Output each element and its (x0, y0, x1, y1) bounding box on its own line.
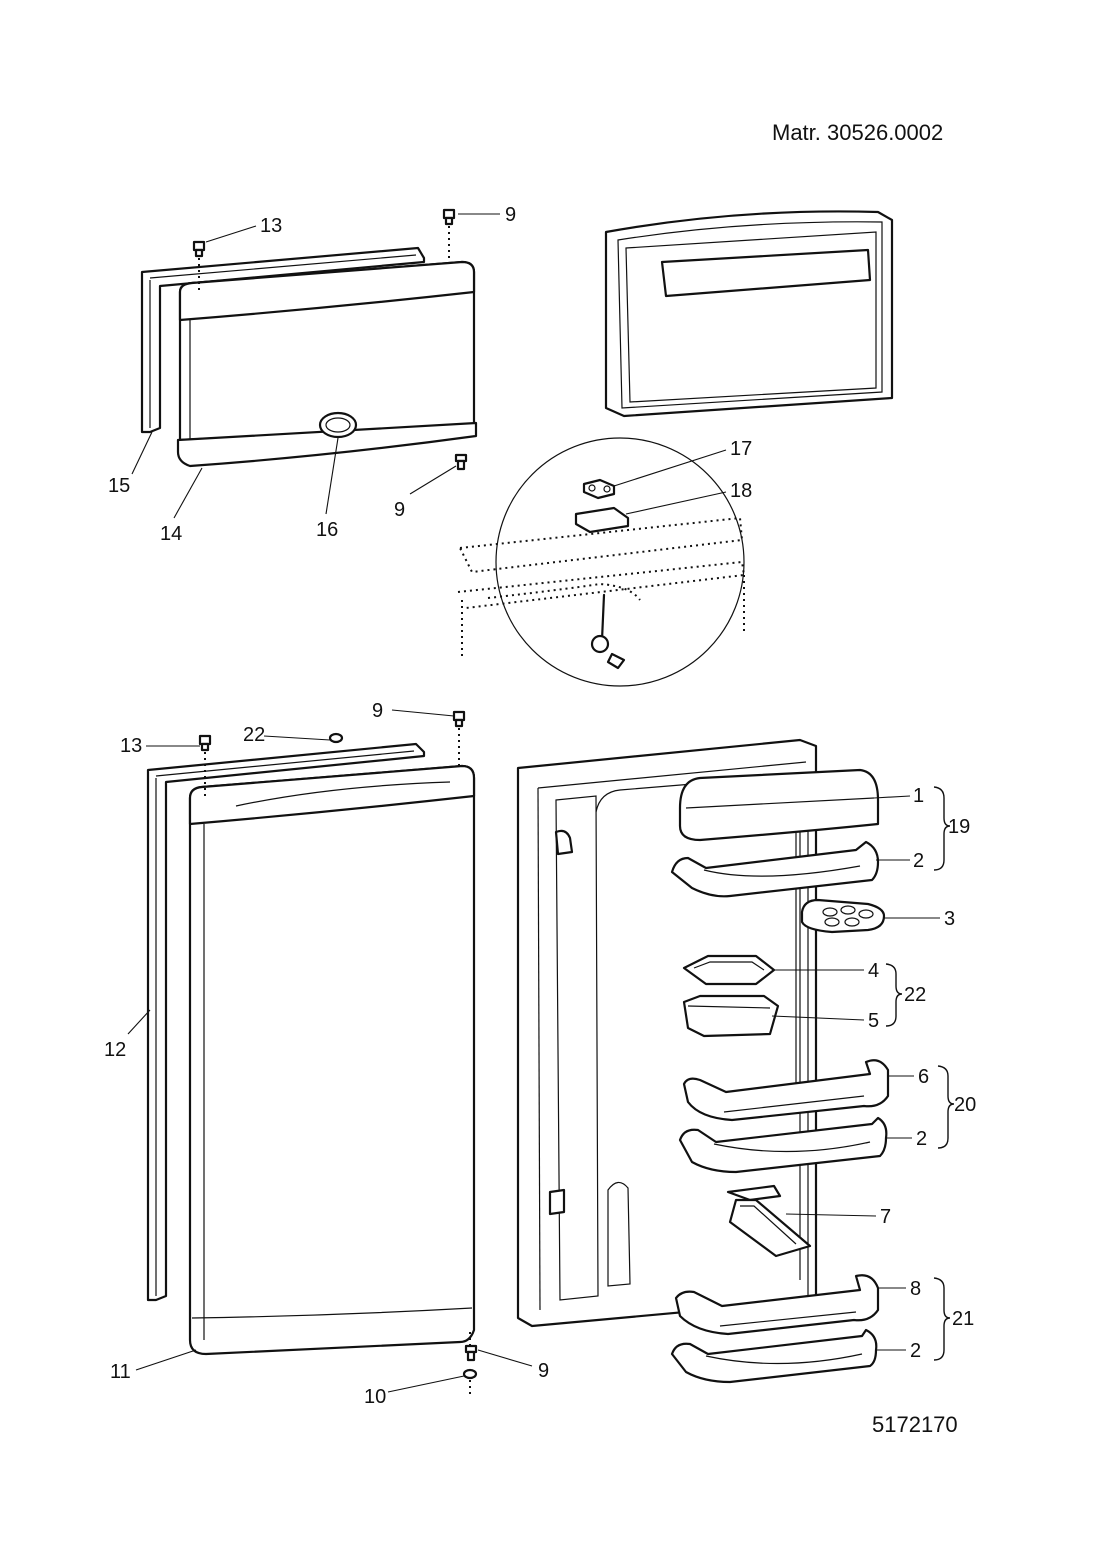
drawing-code: 5172170 (872, 1412, 958, 1437)
fridge-door-assembly (146, 710, 478, 1398)
callout-2-shelf-1: 2 (913, 850, 924, 872)
callout-8: 8 (910, 1278, 921, 1300)
freezer-door-assembly (140, 208, 478, 471)
callout-21: 21 (952, 1308, 974, 1330)
screw-top-left-freezer (192, 240, 206, 258)
callout-10: 10 (364, 1386, 386, 1408)
freezer-door-bottom-trim (176, 421, 478, 468)
screw-bottom-freezer (454, 453, 468, 471)
group-braces (885, 786, 955, 1361)
callout-22-plug: 22 (243, 724, 265, 746)
butter-dish (682, 994, 780, 1038)
hinge-detail (457, 437, 746, 687)
washer (462, 1368, 478, 1380)
hinge-pin (590, 593, 626, 670)
bottle-holder (726, 1184, 812, 1258)
callout-2-shelf-3: 2 (910, 1340, 921, 1362)
callout-5: 5 (868, 1010, 879, 1032)
fridge-door-panel (188, 764, 476, 1356)
callout-3: 3 (944, 908, 955, 930)
callout-14: 14 (160, 523, 182, 545)
freezer-gasket (140, 246, 426, 434)
callout-9-fridge-bottom: 9 (538, 1360, 549, 1382)
callout-9-freezer-bottom: 9 (394, 499, 405, 521)
callout-22-group: 22 (904, 984, 926, 1006)
callout-13-fridge: 13 (120, 735, 142, 757)
door-logo-badge (318, 411, 358, 439)
callout-16: 16 (316, 519, 338, 541)
screw-top-right-fridge (452, 710, 466, 728)
callout-13-freezer: 13 (260, 215, 282, 237)
egg-tray (800, 898, 886, 934)
door-shelf-3 (670, 1328, 878, 1384)
callout-1: 1 (913, 785, 924, 807)
callout-6: 6 (918, 1066, 929, 1088)
leader-lines (127, 213, 940, 1393)
callout-20: 20 (954, 1094, 976, 1116)
hinge-plate (582, 478, 616, 500)
hinge-bracket (574, 506, 630, 534)
screw-top-left-fridge (198, 734, 212, 752)
dairy-compartment-lid (678, 768, 880, 842)
callout-7: 7 (880, 1206, 891, 1228)
cover-plug (328, 732, 344, 744)
screw-bottom-fridge (464, 1344, 478, 1362)
screw-top-right-freezer (442, 208, 456, 226)
door-shelf-1 (670, 840, 880, 898)
callout-19: 19 (948, 816, 970, 838)
callout-4: 4 (868, 960, 879, 982)
callout-2-shelf-2: 2 (916, 1128, 927, 1150)
callout-15: 15 (108, 475, 130, 497)
callout-9-fridge-top: 9 (372, 700, 383, 722)
freezer-door-top-cap (178, 260, 476, 322)
fridge-door-top-cap (188, 764, 476, 826)
callout-12: 12 (104, 1039, 126, 1061)
callout-labels: 13 9 15 14 16 9 17 18 9 22 13 12 11 9 10… (104, 204, 976, 1408)
callout-11: 11 (110, 1361, 131, 1383)
callout-9-freezer-top: 9 (505, 204, 516, 226)
callout-18: 18 (730, 480, 752, 502)
material-number: Matr. 30526.0002 (772, 120, 943, 145)
fridge-gasket (146, 742, 426, 1302)
freezer-door-inner-view (604, 210, 894, 418)
door-shelf-2-front (682, 1059, 890, 1122)
callout-17: 17 (730, 438, 752, 460)
